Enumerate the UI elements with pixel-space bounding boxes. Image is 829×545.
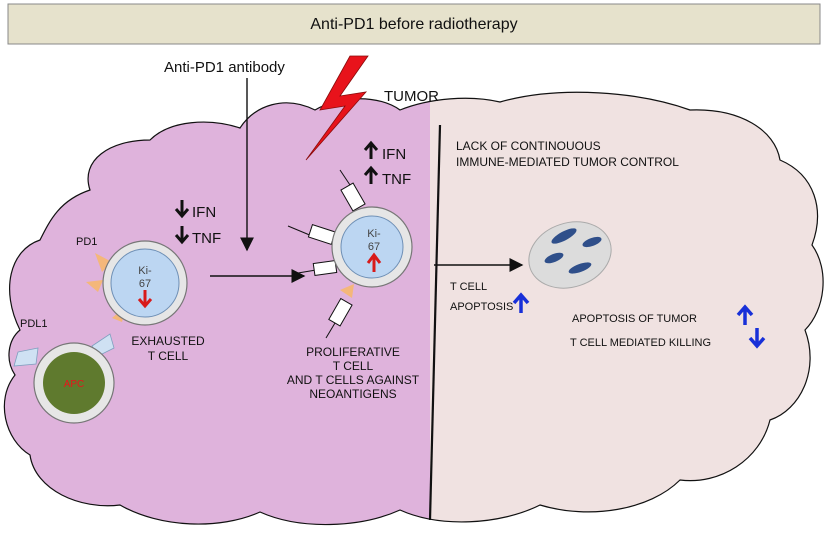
pd1-receptor-icon (86, 280, 103, 292)
pdl1-receptor-icon (13, 347, 39, 367)
up-arrow-icon (363, 140, 379, 159)
apoptosis-tumor-label: APOPTOSIS OF TUMOR (572, 313, 697, 325)
apoptosis-label: APOPTOSIS (450, 301, 513, 313)
apc-core (43, 352, 105, 414)
up-arrow-icon (363, 165, 379, 184)
blue-up-arrow-icon (512, 292, 530, 313)
nucleus-fragment (582, 236, 602, 248)
left-cytokine-ifn: IFN (174, 200, 216, 221)
pd1-receptor-icon (340, 284, 354, 298)
tumor-label: TUMOR (384, 88, 439, 105)
right-cytokine-tnf: TNF (363, 165, 411, 188)
nucleus-fragment (551, 228, 577, 244)
red-up-arrow-icon (366, 252, 382, 272)
tcr-receptor-icon (312, 259, 338, 277)
lack-label: LACK OF CONTINOUOUS (456, 139, 601, 153)
cytokine-ifn-right: IFN (382, 146, 406, 163)
proliferative-t-cell: Ki- 67 (287, 169, 413, 339)
blue-down-arrow-icon (748, 328, 766, 349)
lack-label: IMMUNE-MEDIATED TUMOR CONTROL (456, 155, 679, 169)
exhausted-label: EXHAUSTED (131, 334, 205, 348)
blue-up-arrow-icon (736, 304, 754, 325)
left-cytokine-tnf: TNF (174, 226, 221, 247)
antibody-label: Anti-PD1 antibody (164, 59, 285, 76)
nucleus-fragment (544, 252, 564, 264)
tcr-receptor-icon (340, 182, 366, 212)
pdl1-label: PDL1 (20, 318, 48, 330)
proliferative-label: NEOANTIGENS (309, 387, 396, 401)
ki67-label: Ki- (138, 265, 152, 277)
pd1-receptor-icon (95, 253, 112, 272)
tumor-divider-line (428, 124, 442, 521)
tcell-label: T CELL (450, 281, 487, 293)
nucleus (110, 248, 180, 318)
nucleus-fragment (568, 262, 592, 274)
right-cytokine-ifn: IFN (363, 140, 406, 163)
nucleus (340, 215, 404, 279)
down-arrow-icon (174, 200, 190, 219)
pd1-label: PD1 (76, 236, 97, 248)
cytokine-tnf-right: TNF (382, 171, 411, 188)
tumor-outline (3, 91, 824, 526)
proliferative-label: AND T CELLS AGAINST (287, 373, 420, 387)
red-down-arrow-icon (137, 290, 153, 309)
apoptotic-cell (528, 221, 612, 289)
ki67-label: 67 (368, 241, 380, 253)
tcell-killing-label: T CELL MEDIATED KILLING (570, 337, 711, 349)
apc-label: APC (64, 379, 85, 390)
down-arrow-icon (174, 226, 190, 245)
proliferative-label: T CELL (333, 359, 374, 373)
header-title: Anti-PD1 before radiotherapy (310, 16, 517, 33)
exhausted-t-cell: Ki- 67 (86, 240, 188, 326)
proliferative-label: PROLIFERATIVE (306, 345, 400, 359)
ki67-label: 67 (139, 278, 151, 290)
tcr-receptor-icon (328, 297, 353, 327)
radiation-lightning-icon (305, 55, 369, 161)
exhausted-label: T CELL (148, 349, 189, 363)
apc-cell: APC (13, 333, 115, 424)
header-box (7, 3, 821, 45)
cytokine-tnf-left: TNF (192, 230, 221, 247)
ki67-label: Ki- (367, 228, 381, 240)
cytokine-ifn-left: IFN (192, 204, 216, 221)
